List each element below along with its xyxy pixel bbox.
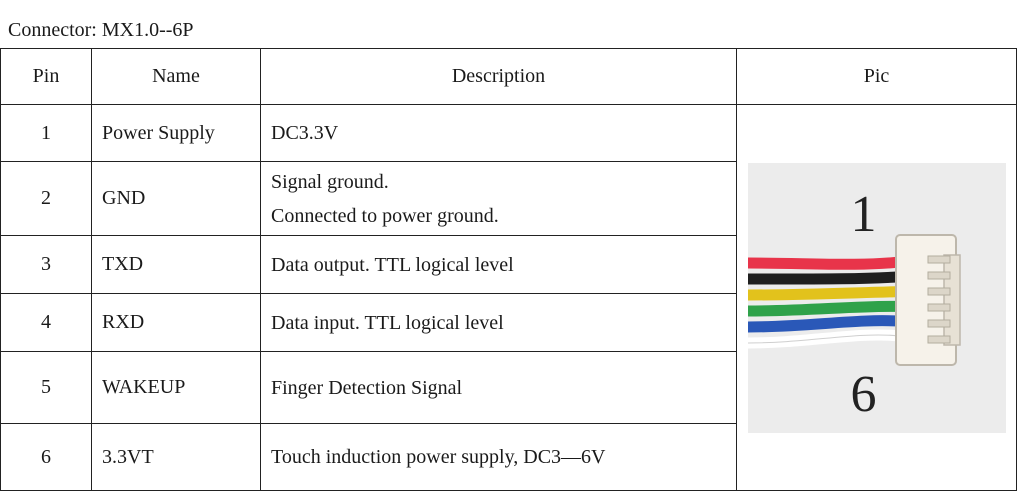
description-line: Connected to power ground. [271,204,499,227]
pin-number: 6 [0,423,92,491]
header-name: Name [91,48,261,105]
pin-slot [927,287,950,295]
wire-bundle [747,256,901,348]
wire [747,328,901,348]
pin-number: 1 [0,104,92,162]
connector-caption: Connector: MX1.0--6P [8,19,194,41]
pin-slot [927,319,950,327]
pin-label-bottom: 6 [850,365,877,423]
description-line: Signal ground. [271,170,389,193]
description-line: Touch induction power supply, DC3—6V [271,446,606,468]
pin-table: Pin Name Description Pic 1 Power Supply … [0,48,1017,491]
description-line: Data input. TTL logical level [271,311,504,334]
header-description: Description [260,48,737,105]
table-row: 6 3.3VT Touch induction power supply, DC… [0,423,1017,491]
wire [747,300,900,316]
wire [747,270,900,285]
wire [747,256,901,270]
wire-outline [747,333,900,343]
pin-description: Signal ground. Connected to power ground… [260,161,737,236]
wire [747,314,900,332]
table-row: 5 WAKEUP Finger Detection Signal [0,351,1017,424]
pin-description: Data input. TTL logical level [260,293,737,352]
description-line: Finger Detection Signal [271,376,463,399]
pin-number: 2 [0,161,92,236]
header-pic: Pic [736,48,1017,105]
pin-label-top: 1 [850,185,877,243]
connector-picture-cell: 1 6 [736,104,1017,491]
pin-slot [927,255,950,263]
connector-housing [894,233,961,366]
description-line: DC3.3V [271,122,339,144]
table-header-row: Pin Name Description Pic [0,48,1017,105]
pin-name: 3.3VT [91,423,261,491]
pin-description: Finger Detection Signal [260,351,737,424]
wire [747,285,900,300]
pin-slot [927,335,950,343]
pin-name: WAKEUP [91,351,261,424]
pin-slot [927,303,950,311]
pin-name: GND [91,161,261,236]
pin-name: Power Supply [91,104,261,162]
pin-slot [927,271,950,279]
pin-number: 5 [0,351,92,424]
connector-picture: 1 6 [747,162,1006,433]
housing-latch [942,253,961,346]
pin-number: 4 [0,293,92,352]
housing-pin-slots [927,255,950,343]
connector-illustration [747,233,961,366]
description-line: Data output. TTL logical level [271,253,514,276]
pin-number: 3 [0,235,92,294]
table-row: 1 Power Supply DC3.3V 1 6 [0,104,1017,491]
pin-description: Data output. TTL logical level [260,235,737,294]
table-row: 2 GND Signal ground. Connected to power … [0,161,1017,236]
header-pin: Pin [0,48,92,105]
pin-description: DC3.3V [260,104,737,162]
table-row: 4 RXD Data input. TTL logical level [0,293,1017,352]
pin-name: RXD [91,293,261,352]
pin-name: TXD [91,235,261,294]
pin-description: Touch induction power supply, DC3—6V [260,423,737,491]
